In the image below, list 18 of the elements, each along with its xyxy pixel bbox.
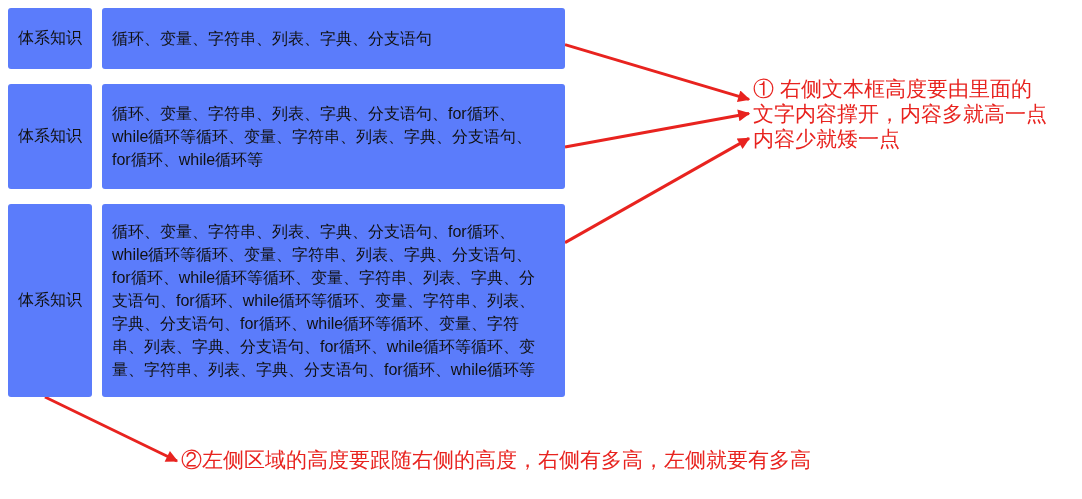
content-text: 循环、变量、字符串、列表、字典、分支语句、for循环、while循环等循环、变量、字符串、列表、字典、分支语句、for循环、while循环等循环、变量、字符串、列表、字典、分支语句、for循环、while循环等循环、变量、字符串、列表、字典、分支语句、for循环、while循环等循环、变量、字符串、列表、字典、分支语句、for循环、while循环等循环、变量、字符串、列表、字典、分支语句、for循环、while循环等 (112, 222, 537, 380)
category-label: 体系知识 (18, 290, 82, 310)
category-box (8, 204, 92, 397)
category-label: 体系知识 (18, 28, 82, 48)
content-text: 循环、变量、字符串、列表、字典、分支语句、for循环、while循环等循环、变量、字符串、列表、字典、分支语句、for循环、while循环等 (112, 104, 534, 170)
annotation-text: ① 右侧文本框高度要由里面的文字内容撑开，内容多就高一点内容少就矮一点 (753, 76, 1051, 154)
content-box (102, 8, 565, 69)
content-text: 循环、变量、字符串、列表、字典、分支语句 (112, 29, 432, 49)
category-box (8, 84, 92, 189)
category-label: 体系知识 (18, 126, 82, 146)
content-box (102, 84, 565, 189)
arrow (564, 137, 751, 244)
category-box (8, 8, 92, 69)
arrow (564, 43, 751, 103)
annotation-text: ②左侧区域的高度要跟随右侧的高度，右侧有多高，左侧就要有多高 (181, 447, 841, 475)
content-box (102, 204, 565, 397)
arrow (44, 395, 179, 463)
arrow (564, 109, 751, 149)
